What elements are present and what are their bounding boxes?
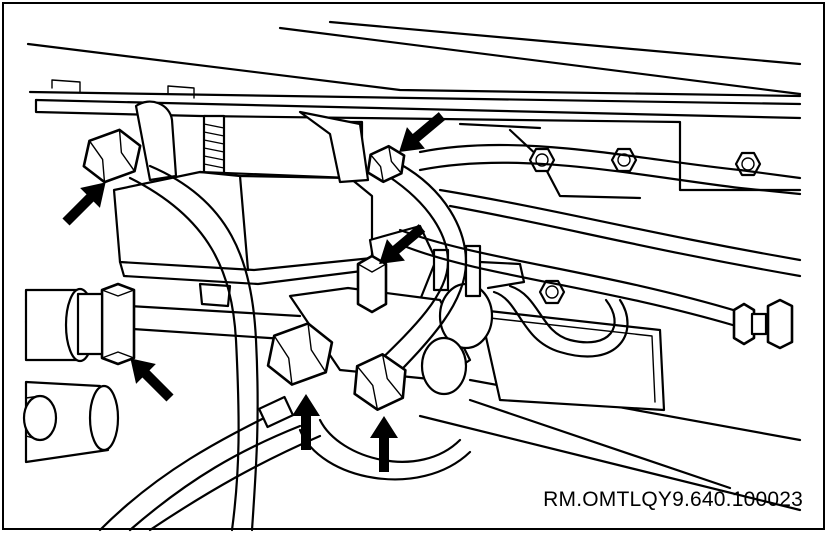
arrow-left-lower-fitting [130, 358, 174, 402]
figure-reference-code: RM.OMTLQY9.640.100023 [543, 488, 803, 511]
arrow-mid-fitting [379, 224, 426, 264]
arrow-left-upper-fitting [62, 182, 106, 226]
arrow-bottom-right-fitting [370, 416, 398, 472]
fitting-right-union [732, 298, 794, 350]
lower-bracket [478, 308, 666, 412]
fitting-bottom-right [353, 353, 407, 411]
arrow-top-fitting [399, 112, 446, 152]
fitting-bottom-left [266, 322, 334, 386]
fitting-left-upper [82, 128, 142, 184]
fitting-left-lower [76, 282, 136, 366]
frame-bolts [528, 147, 762, 305]
fitting-mid [356, 254, 388, 314]
valve-block [112, 100, 526, 396]
callout-arrows [62, 112, 446, 472]
arrow-bottom-left-fitting [292, 394, 320, 450]
fitting-top [366, 144, 406, 184]
fittings [76, 128, 794, 429]
